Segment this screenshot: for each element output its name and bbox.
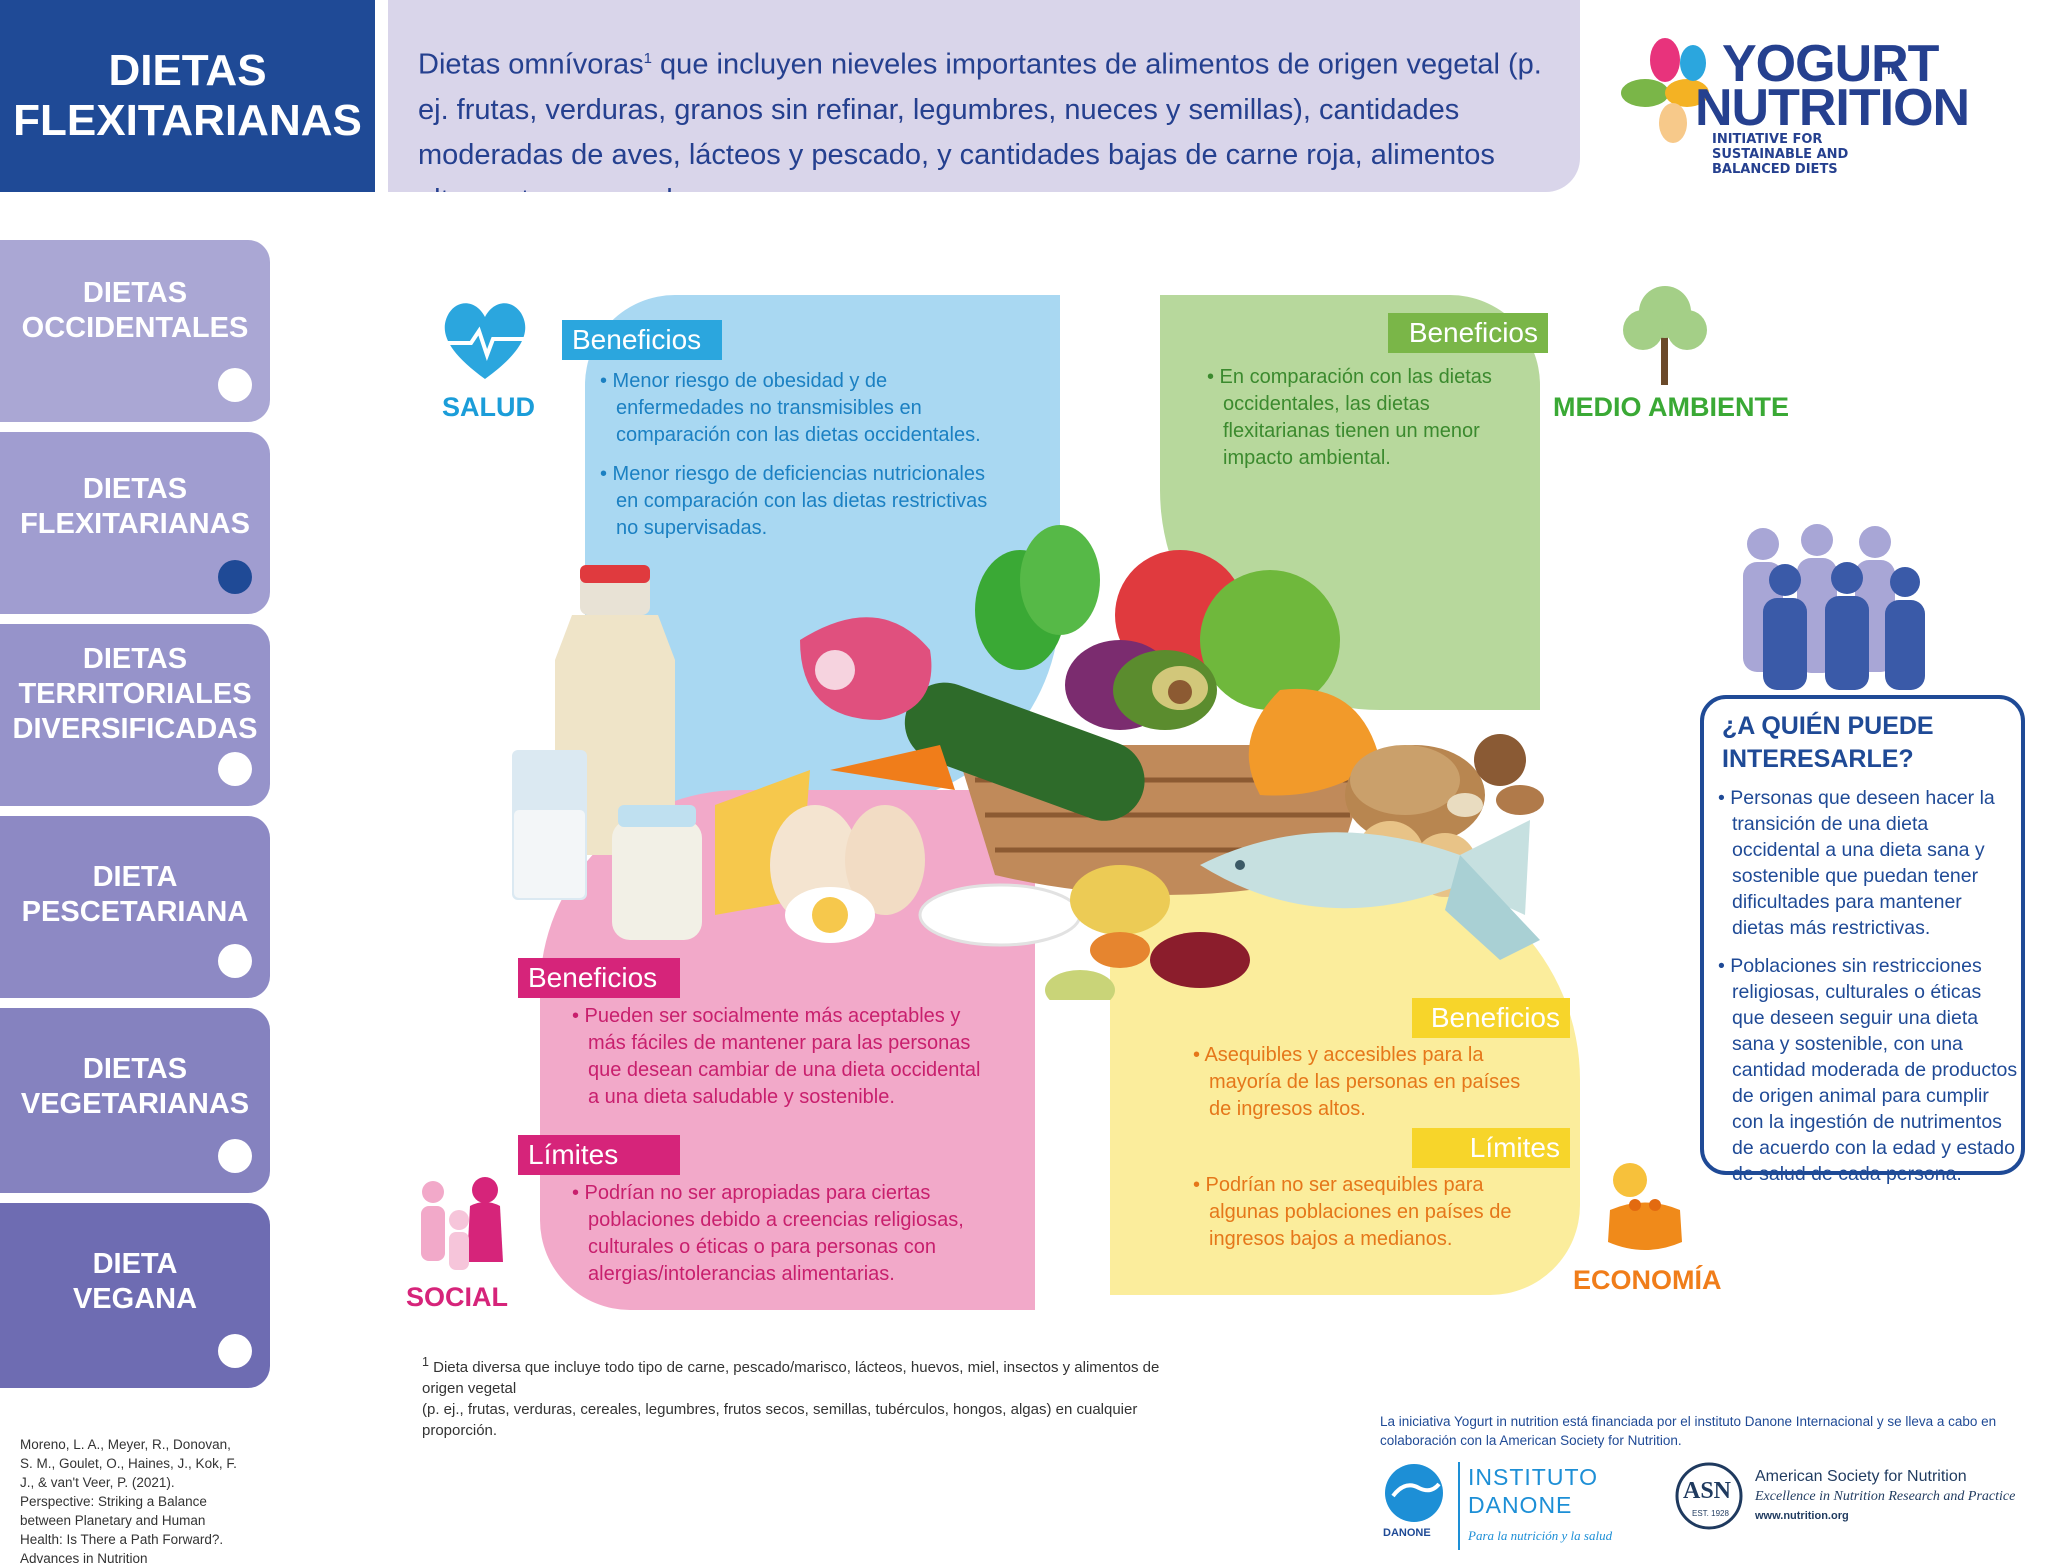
logo-title-yogurt: YOGURT <box>1722 35 1939 93</box>
logo-title-nutrition: NUTRITION <box>1695 79 1970 137</box>
description-pre: Dietas omnívoras <box>418 48 644 81</box>
economy-benefit-item: • Asequibles y accesibles para la mayorí… <box>1193 1044 1521 1120</box>
funding-note: La iniciativa Yogurt in nutrition está f… <box>1380 1414 1997 1448</box>
page-title: DIETAS FLEXITARIANAS <box>0 0 375 192</box>
sidebar-item-label: VEGETARIANAS <box>20 1088 250 1120</box>
sidebar-item-label: DIETAS <box>82 277 188 309</box>
danone-brand: DANONE <box>1383 1527 1431 1539</box>
sidebar-item-label: DIETA <box>92 1248 178 1280</box>
who-title-line1: ¿A QUIÉN PUEDE <box>1722 712 1934 740</box>
social-benefits-tag: Beneficios <box>518 958 680 998</box>
sidebar-radio-dot[interactable] <box>218 368 252 402</box>
who-list: • Personas que deseen hacer la transició… <box>1718 785 2018 1199</box>
who-box <box>1700 695 2025 1175</box>
sidebar-item-label: PESCETARIANA <box>21 896 249 928</box>
environment-category-label: MEDIO AMBIENTE <box>1553 392 1789 422</box>
coin-purse-icon <box>1608 1163 1682 1250</box>
asn-seal-icon <box>1675 1462 1743 1530</box>
danone-divider <box>1458 1462 1460 1550</box>
sidebar-item-occidentales[interactable]: DIETAS OCCIDENTALES <box>0 240 270 422</box>
danone-institute-name: INSTITUTO DANONE <box>1468 1463 1598 1519</box>
who-title-line2: INTERESARLE? <box>1722 745 1914 773</box>
economy-category-label: ECONOMÍA <box>1573 1265 1722 1295</box>
footnote-line1: Dieta diversa que incluye todo tipo de c… <box>422 1359 1160 1397</box>
health-benefits-list: • Menor riesgo de obesidad y de enfermed… <box>600 368 1005 554</box>
sidebar-radio-dot-selected[interactable] <box>218 560 252 594</box>
sidebar-item-flexitarianas[interactable]: DIETAS FLEXITARIANAS <box>0 432 270 614</box>
food-basket-illustration <box>512 525 1544 1000</box>
sidebar-item-vegetarianas[interactable]: DIETAS VEGETARIANAS <box>0 1008 270 1193</box>
social-category-label: SOCIAL <box>406 1282 509 1312</box>
social-limits-tag: Límites <box>518 1135 680 1175</box>
sidebar-radio-dot[interactable] <box>218 1139 252 1173</box>
danone-name-line1: INSTITUTO <box>1468 1464 1598 1490</box>
sidebar-item-label: DIETAS <box>82 643 188 675</box>
danone-globe-icon <box>1385 1464 1443 1522</box>
tree-icon <box>1623 286 1707 385</box>
description-text: que incluyen nieveles importantes de ali… <box>418 48 1542 192</box>
asn-abbr: ASN <box>1683 1478 1732 1504</box>
footnote: 1 Dieta diversa que incluye todo tipo de… <box>422 1352 1182 1441</box>
social-benefits-list: • Pueden ser socialmente más aceptables … <box>572 1003 992 1123</box>
sidebar-item-label: DIETAS <box>82 1053 188 1085</box>
asn-name: American Society for Nutrition <box>1755 1468 1967 1485</box>
sidebar-item-label: TERRITORIALES <box>18 678 252 710</box>
sidebar-item-label: VEGANA <box>72 1283 198 1315</box>
social-limit-item: • Podrían no ser apropiadas para ciertas… <box>572 1182 964 1285</box>
health-benefit-item: • Menor riesgo de obesidad y de enfermed… <box>600 370 981 446</box>
logo-subtitle: INITIATIVE FOR SUSTAINABLE AND BALANCED … <box>1712 132 1849 177</box>
economy-limits-tag: Límites <box>1412 1128 1570 1168</box>
asn-url[interactable]: www.nutrition.org <box>1755 1510 1849 1522</box>
page-title-line2: FLEXITARIANAS <box>13 96 362 145</box>
family-icon <box>421 1177 503 1270</box>
sidebar-radio-dot[interactable] <box>218 1334 252 1368</box>
economy-benefits-list: • Asequibles y accesibles para la mayorí… <box>1193 1042 1533 1135</box>
economy-limits-list: • Podrían no ser asequibles para algunas… <box>1193 1172 1533 1265</box>
danone-tagline: Para la nutrición y la salud <box>1468 1528 1613 1543</box>
who-list-item: • Poblaciones sin restricciones religios… <box>1718 955 2018 1185</box>
who-title: ¿A QUIÉN PUEDE INTERESARLE? <box>1722 710 2012 776</box>
social-limits-list: • Podrían no ser apropiadas para ciertas… <box>572 1180 992 1300</box>
health-category-label: SALUD <box>442 392 535 422</box>
environment-benefits-list: • En comparación con las dietas occident… <box>1207 364 1507 484</box>
who-list-item: • Personas que deseen hacer la transició… <box>1718 787 1995 939</box>
yogurt-petals-logo-icon <box>1621 38 1709 143</box>
heart-icon <box>437 303 533 379</box>
danone-name-line2: DANONE <box>1468 1492 1573 1518</box>
economy-benefits-tag: Beneficios <box>1412 998 1570 1038</box>
people-group-icon <box>1743 524 1925 690</box>
description-box: Dietas omnívoras1 que incluyen nieveles … <box>388 0 1580 192</box>
economy-limit-item: • Podrían no ser asequibles para algunas… <box>1193 1174 1512 1250</box>
footnote-marker: 1 <box>643 50 652 67</box>
footnote-line2: (p. ej., frutas, verduras, cereales, leg… <box>422 1401 1138 1439</box>
sidebar-item-pescetariana[interactable]: DIETA PESCETARIANA <box>0 816 270 998</box>
social-benefit-item: • Pueden ser socialmente más aceptables … <box>572 1005 981 1108</box>
sidebar-item-label: DIVERSIFICADAS <box>12 713 258 745</box>
sidebar-item-label: DIETA <box>92 861 178 893</box>
health-benefit-item: • Menor riesgo de deficiencias nutricion… <box>600 463 988 539</box>
sidebar-item-label: OCCIDENTALES <box>21 312 249 344</box>
reference-citation: Moreno, L. A., Meyer, R., Donovan, S. M.… <box>20 1437 237 1566</box>
asn-est: EST. 1928 <box>1692 1509 1729 1518</box>
asn-tagline: Excellence in Nutrition Research and Pra… <box>1755 1489 2016 1504</box>
health-benefits-tag: Beneficios <box>562 320 722 360</box>
sidebar-item-territoriales[interactable]: DIETAS TERRITORIALES DIVERSIFICADAS <box>0 624 270 806</box>
sidebar-item-label: FLEXITARIANAS <box>20 508 250 540</box>
environment-benefit-item: • En comparación con las dietas occident… <box>1207 366 1492 469</box>
logo-title-in: IN <box>1887 66 1900 77</box>
page-title-line1: DIETAS <box>108 46 267 95</box>
footnote-sup: 1 <box>422 1355 429 1369</box>
sidebar-item-vegana[interactable]: DIETA VEGANA <box>0 1203 270 1388</box>
sidebar-radio-dot[interactable] <box>218 944 252 978</box>
environment-benefits-tag: Beneficios <box>1388 313 1548 353</box>
sidebar-item-label: DIETAS <box>82 473 188 505</box>
sidebar-radio-dot[interactable] <box>218 752 252 786</box>
